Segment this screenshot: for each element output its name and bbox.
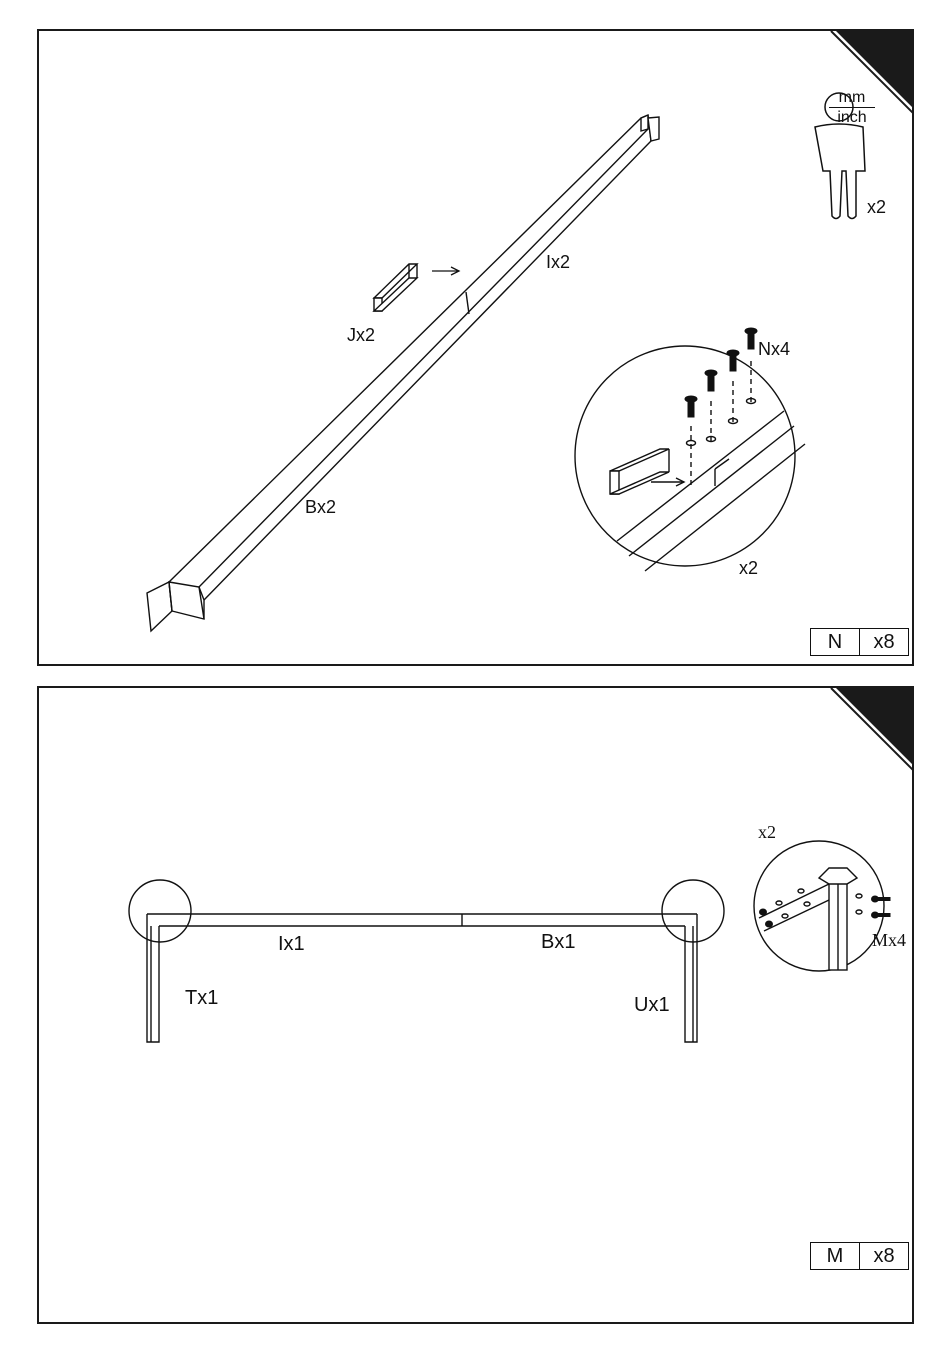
frame-assembly-illustration [39,688,914,1324]
hardware-qty: x8 [860,629,908,655]
arrow-icon [432,267,459,275]
detail-circle [754,841,884,971]
label-beam-b: Bx2 [305,497,336,517]
label-beam-i: Ix1 [278,934,305,954]
step-panel-1: Ix2 Jx2 Bx2 Nx4 x2 x2 mm inch N x8 [37,29,914,666]
detail-circle [575,346,805,571]
label-detail-repeat: x2 [758,822,776,842]
hardware-count-box: M x8 [810,1242,909,1270]
hardware-count-box: N x8 [810,628,909,656]
unit-inch: inch [829,108,875,126]
unit-mm: mm [829,89,875,108]
bracket-icon [374,264,417,311]
hardware-letter: M [811,1243,860,1269]
label-post-u: Ux1 [634,995,670,1015]
label-screw-n: Nx4 [758,339,790,359]
hardware-qty: x8 [860,1243,908,1269]
units-fraction: mm inch [829,89,875,126]
step-panel-2: Ix1 Bx1 Tx1 Ux1 x2 Mx4 M x8 [37,686,914,1324]
hardware-letter: N [811,629,860,655]
label-bracket-j: Jx2 [347,325,375,345]
label-post-t: Tx1 [185,988,218,1008]
label-screw-m: Mx4 [872,930,906,950]
label-persons: x2 [867,197,886,217]
label-detail-repeat: x2 [739,558,758,578]
label-beam-b: Bx1 [541,932,575,952]
screw-icon [685,328,757,417]
long-beam [147,115,659,631]
label-beam-i: Ix2 [546,252,570,272]
frame [129,880,724,1042]
corner-tab-icon [836,688,914,768]
